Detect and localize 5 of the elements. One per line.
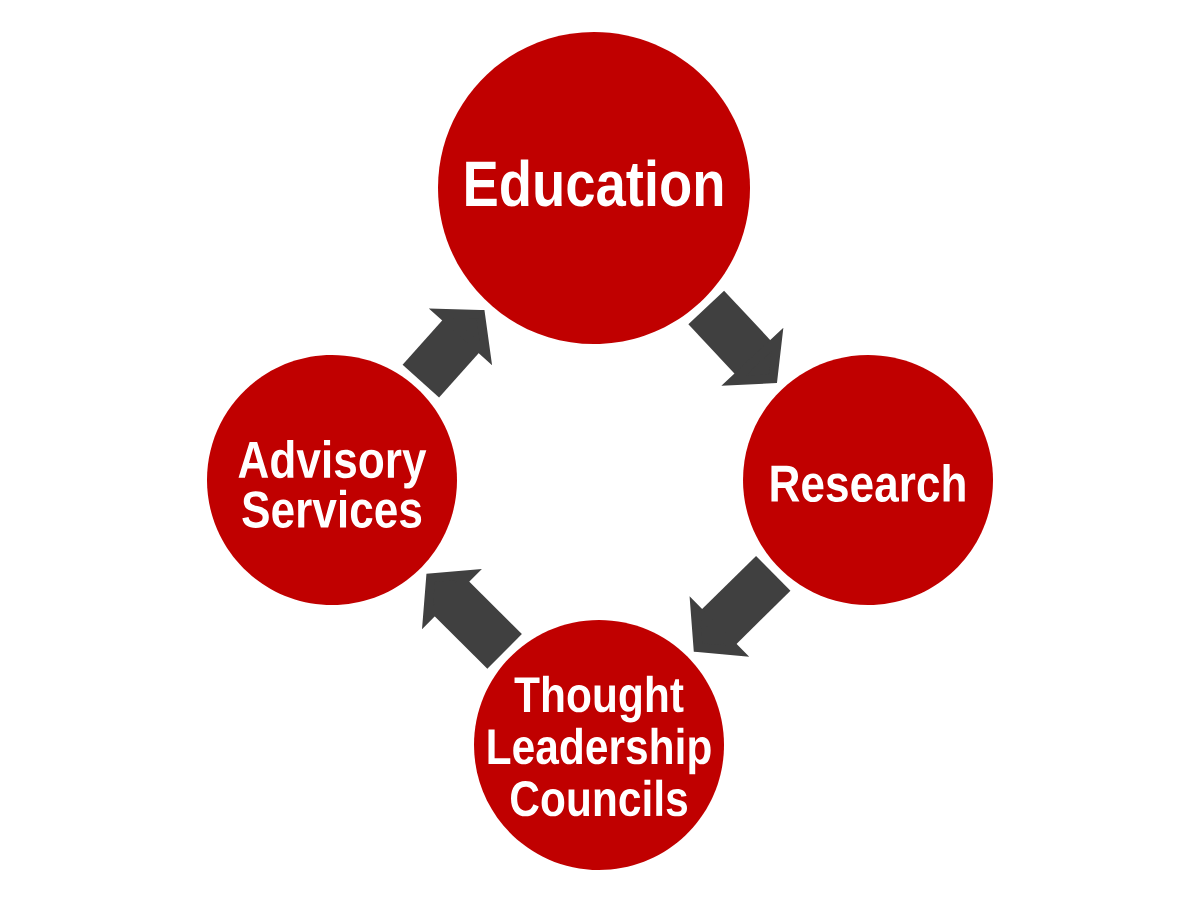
circle-node: Advisory Services <box>207 355 457 605</box>
circle-node: Research <box>743 355 993 605</box>
circle-node: Education <box>438 32 750 344</box>
block-arrow <box>688 290 784 386</box>
circle-node: Thought Leadership Councils <box>474 620 724 870</box>
